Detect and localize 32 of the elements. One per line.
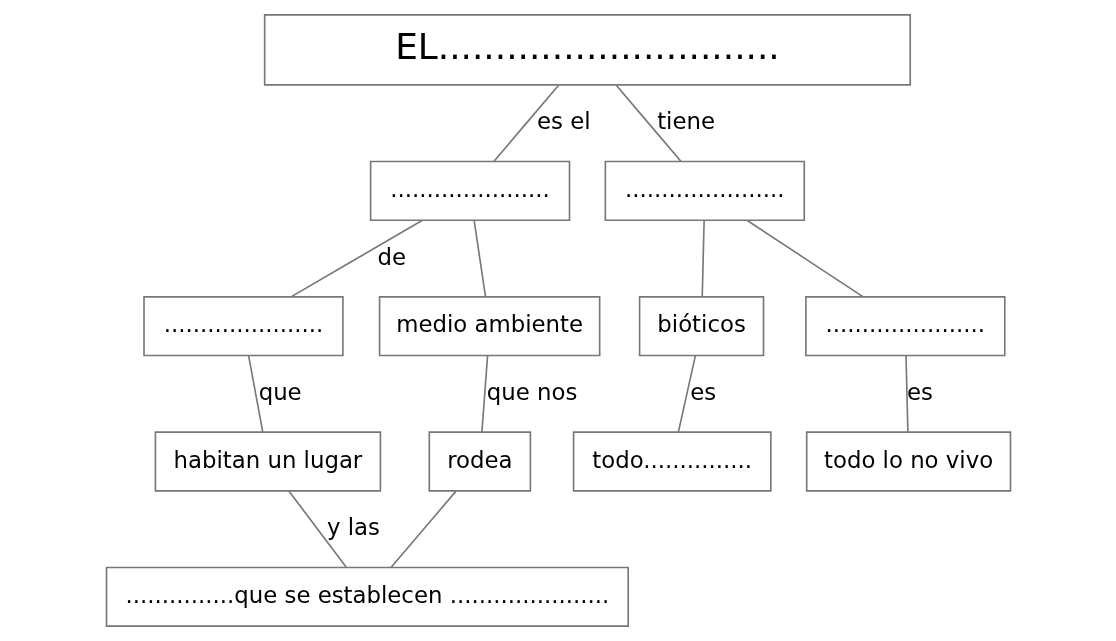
edge-label: es el — [536, 108, 591, 135]
edge-label: que nos — [486, 378, 577, 405]
edge-label: es — [906, 378, 933, 405]
connector — [492, 84, 559, 162]
connector — [247, 355, 264, 433]
node-box: rodea — [428, 431, 531, 492]
connector — [472, 219, 486, 298]
node-box: ...................... — [804, 296, 1006, 357]
node-box: ...................... — [604, 160, 805, 222]
connector — [700, 219, 705, 298]
connector — [480, 355, 488, 433]
node-box: ...................... — [142, 296, 344, 357]
node-box: ...............que se establecen ...................... — [105, 566, 629, 627]
node-box: todo............... — [572, 431, 772, 492]
node-box: medio ambiente — [378, 296, 600, 357]
node-box: habitan un lugar — [154, 431, 381, 492]
node-box: EL.............................. — [263, 14, 911, 86]
edge-label: que — [258, 378, 302, 405]
connector — [904, 355, 909, 433]
node-box: ...................... — [369, 160, 570, 222]
edge-label: tiene — [656, 108, 715, 135]
edge-label: es — [689, 378, 716, 405]
node-box: bióticos — [638, 296, 764, 357]
connector — [287, 490, 347, 569]
connector — [746, 219, 864, 298]
edge-label: y las — [326, 514, 380, 541]
connector — [290, 219, 423, 298]
connector — [389, 490, 457, 569]
node-box: todo lo no vivo — [805, 431, 1011, 492]
connector — [677, 355, 696, 433]
connector — [615, 84, 682, 162]
edge-label: de — [377, 243, 406, 270]
